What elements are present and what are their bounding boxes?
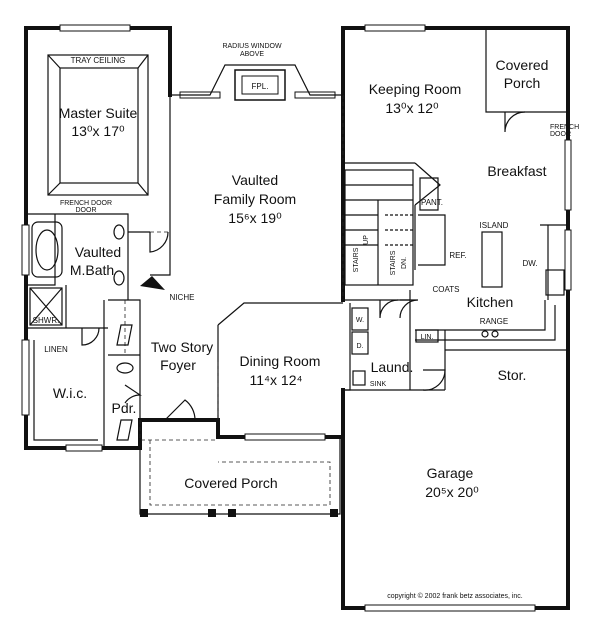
- master-bath-vaulted: Vaulted: [75, 244, 121, 260]
- rear-porch-label: Covered: [496, 57, 549, 73]
- garage-dims: 20⁵x 20⁰: [425, 484, 479, 500]
- kitchen-label: Kitchen: [467, 294, 514, 310]
- storage-label: Stor.: [498, 367, 527, 383]
- keeping-room-dims: 13⁰x 12⁰: [385, 100, 439, 116]
- rear-porch-label2: Porch: [504, 75, 541, 91]
- pantry-label: PANT.: [421, 198, 443, 207]
- tray-ceiling-label: TRAY CEILING: [71, 56, 126, 65]
- stairs: [344, 169, 414, 286]
- wic-label: W.i.c.: [53, 385, 87, 401]
- washer-label: W.: [356, 317, 364, 324]
- master-french-door-label: FRENCH DOOR: [60, 200, 112, 207]
- foyer-label: Two Story: [151, 339, 213, 355]
- linen-hall-label: LIN.: [421, 334, 434, 341]
- foyer-label2: Foyer: [160, 357, 196, 373]
- breakfast-label: Breakfast: [487, 163, 546, 179]
- dryer-label: D.: [357, 343, 364, 350]
- sink-label: SINK: [370, 381, 387, 388]
- garage-label: Garage: [427, 465, 474, 481]
- radius-window-bay: [170, 64, 343, 101]
- fixtures: [29, 177, 565, 441]
- stairs-up-label2: UP: [363, 235, 370, 245]
- niche-label: NICHE: [170, 293, 195, 302]
- stairs-dn-label: STAIRS: [390, 250, 397, 275]
- dw-label: DW.: [522, 259, 537, 268]
- door-swings: [81, 111, 526, 421]
- family-room-label: Family Room: [214, 191, 296, 207]
- room-labels: TRAY CEILING Master Suite 13⁰x 17⁰ FRENC…: [33, 43, 580, 600]
- dashed-outlines: [124, 95, 344, 506]
- powder-label: Pdr.: [112, 400, 137, 416]
- master-french-door-label2: DOOR: [76, 207, 97, 214]
- rear-french-door-label: FRENCH: [550, 124, 579, 131]
- laundry-label: Laund.: [371, 359, 414, 375]
- radius-window-label: RADIUS WINDOW: [222, 43, 282, 50]
- family-room-vaulted: Vaulted: [232, 172, 278, 188]
- tray-ceiling: [47, 54, 149, 196]
- fireplace-label: FPL.: [252, 82, 269, 91]
- ref-label: REF.: [449, 251, 466, 260]
- stairs-up-label: STAIRS: [353, 247, 360, 272]
- coats-label: COATS: [433, 285, 460, 294]
- island-label: ISLAND: [480, 221, 509, 230]
- family-room-dims: 15⁶x 19⁰: [228, 210, 282, 226]
- linen-closet-label: LINEN: [44, 345, 68, 354]
- dining-room-dims: 11⁴x 12⁴: [249, 372, 302, 388]
- stairs-dn-label2: DN.: [401, 257, 408, 269]
- copyright-text: copyright © 2002 frank betz associates, …: [387, 592, 523, 600]
- front-porch-label: Covered Porch: [184, 475, 277, 491]
- keeping-room-label: Keeping Room: [369, 81, 462, 97]
- master-bath-label: M.Bath: [70, 262, 114, 278]
- front-porch-outline: [139, 437, 341, 517]
- radius-window-above: ABOVE: [240, 51, 264, 58]
- range-label: RANGE: [480, 317, 508, 326]
- dining-room-label: Dining Room: [240, 353, 321, 369]
- master-suite-dims: 13⁰x 17⁰: [71, 123, 125, 139]
- shower-label: SHWR.: [33, 316, 60, 325]
- master-suite-label: Master Suite: [59, 105, 138, 121]
- rear-french-door-label2: DOOR: [550, 131, 571, 138]
